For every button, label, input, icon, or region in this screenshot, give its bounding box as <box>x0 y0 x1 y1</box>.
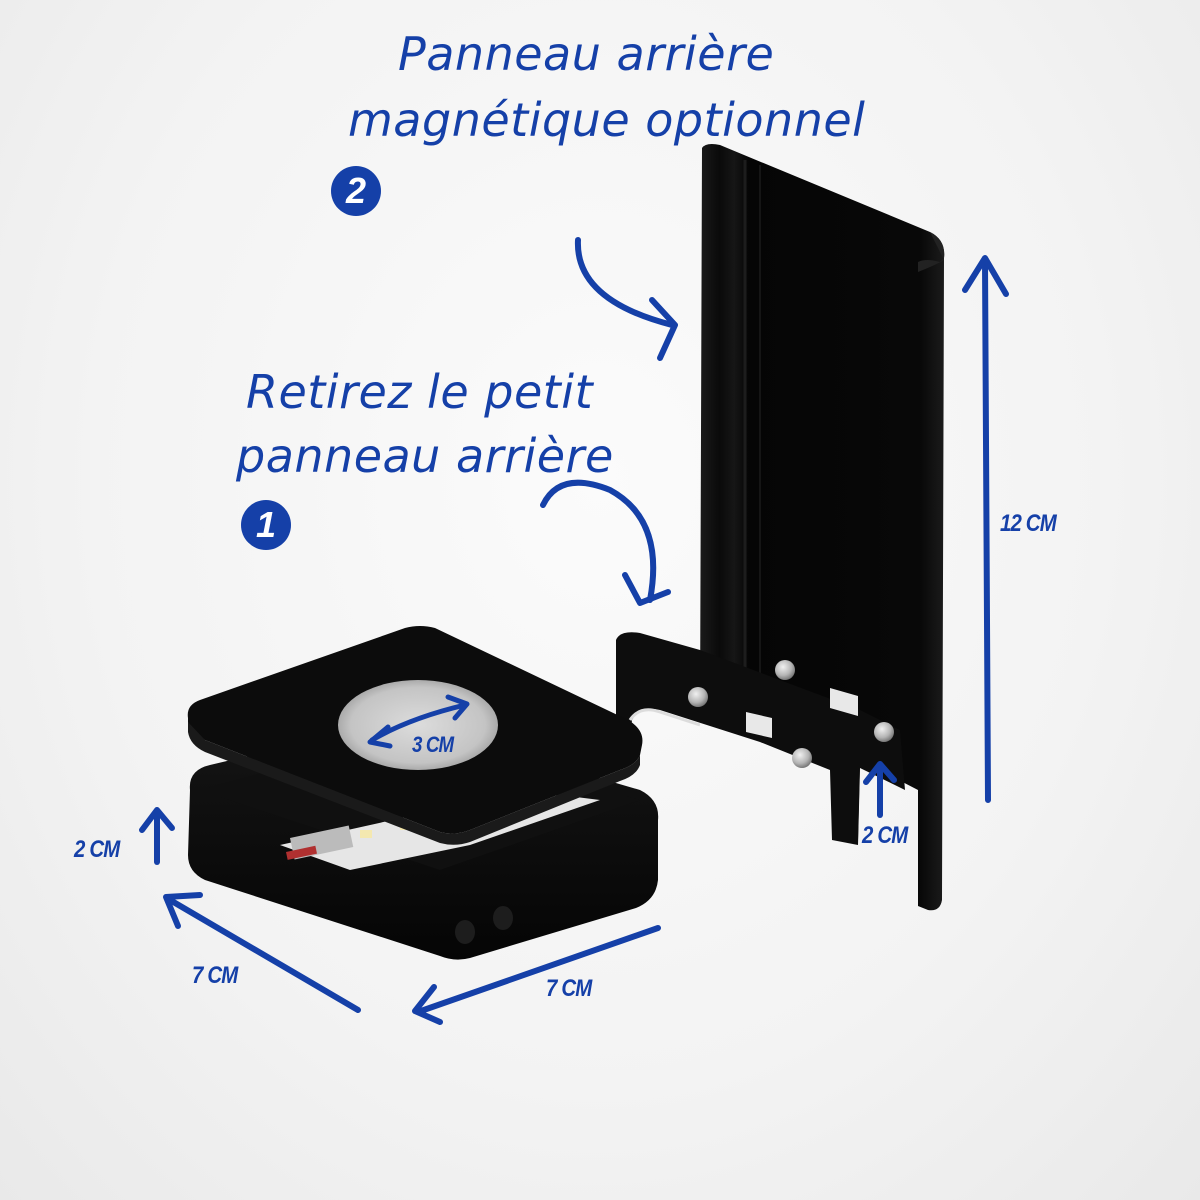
dimension-label-panel-depth: 2 CM <box>862 822 908 849</box>
dimension-label-panel-height: 12 CM <box>1000 510 1057 537</box>
slot-icon <box>746 712 772 738</box>
step2-badge: 2 <box>331 166 381 216</box>
dimension-arrow-right-7cm-icon <box>415 925 661 1015</box>
dimension-arrow-12cm-icon <box>982 259 991 803</box>
magnet-icon <box>775 660 795 680</box>
dimension-label-box-width-right: 7 CM <box>546 975 592 1002</box>
magnet-icon <box>874 722 894 742</box>
dimension-label-lens-diameter: 3 CM <box>412 732 454 757</box>
dimension-label-box-height: 2 CM <box>74 836 120 863</box>
magnetic-back-panel <box>700 144 945 911</box>
dimension-label-box-width-left: 7 CM <box>192 962 238 989</box>
step2-title-line2: magnétique optionnel <box>348 93 866 147</box>
arrow-to-back-panel-icon <box>574 237 675 328</box>
step1-title-line1: Retirez le petit <box>246 365 594 419</box>
step1-title-line2: panneau arrière <box>236 429 614 483</box>
button-icon <box>493 906 513 930</box>
bracket-mount <box>616 632 905 845</box>
dimension-arrow-left-7cm-icon <box>167 897 361 1013</box>
button-icon <box>455 920 475 944</box>
magnet-icon <box>792 748 812 768</box>
arrow-to-small-panel-icon <box>540 479 657 603</box>
slot-icon <box>830 688 858 716</box>
step2-title-line1: Panneau arrière <box>398 27 775 81</box>
magnet-icon <box>688 687 708 707</box>
step1-badge: 1 <box>241 500 291 550</box>
